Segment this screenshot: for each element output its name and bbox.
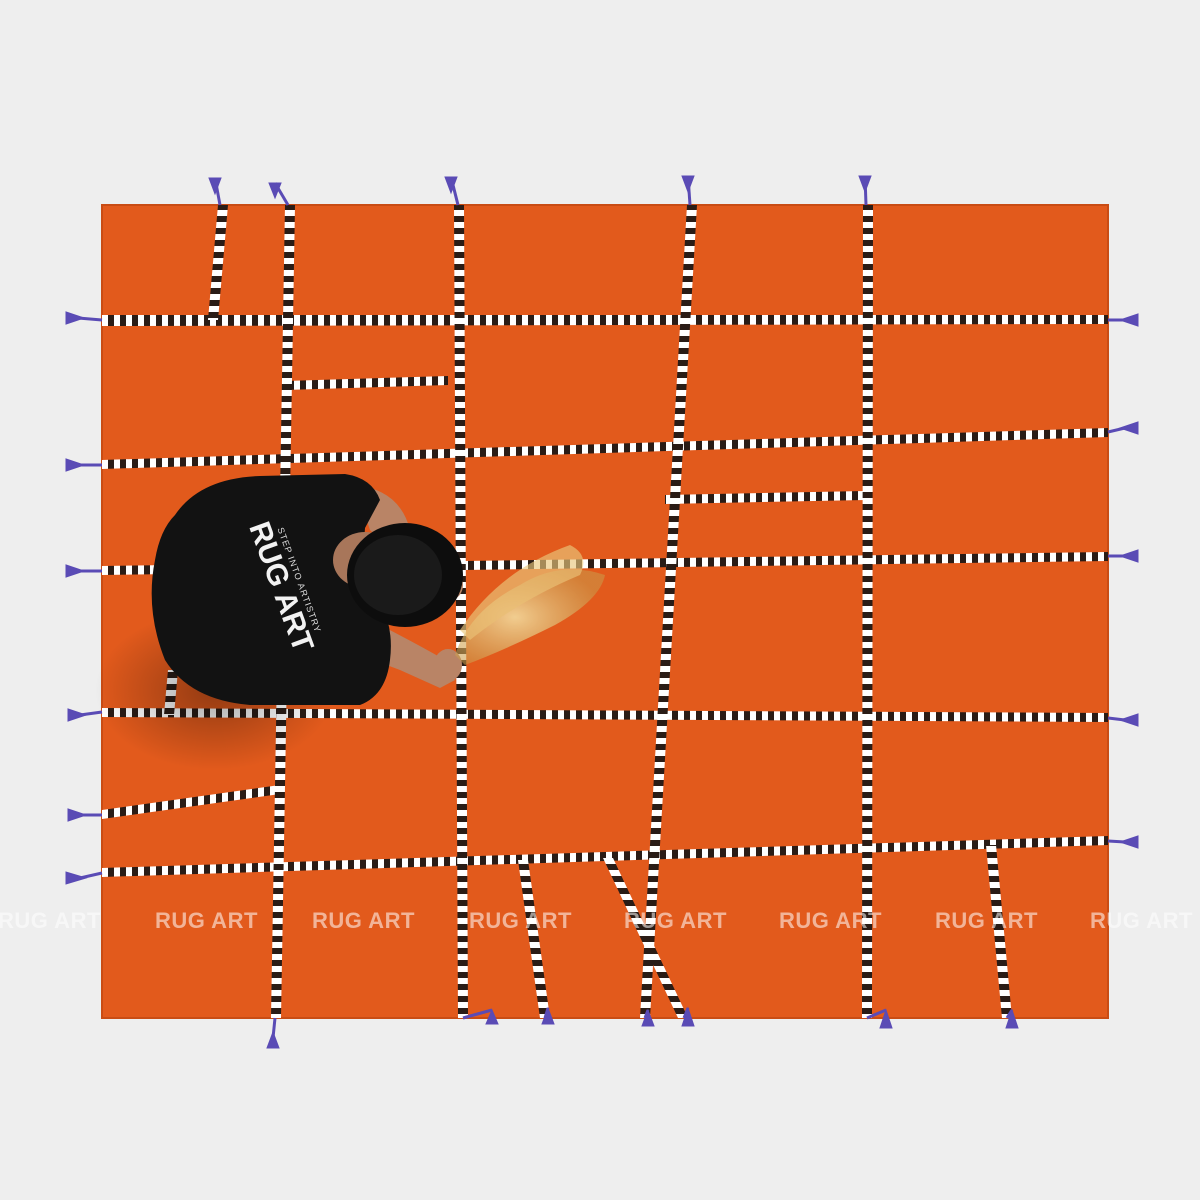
- watermark-text: RUG ART: [1090, 908, 1193, 933]
- watermark-text: RUG ART: [624, 908, 727, 933]
- tassel-bottom: [266, 1006, 1019, 1049]
- watermark-text: RUG ART: [155, 908, 258, 933]
- tassel-left: [65, 311, 103, 885]
- watermark-text: RUG ART: [0, 908, 101, 933]
- tassel-right: [1107, 313, 1139, 849]
- watermark-text: RUG ART: [469, 908, 572, 933]
- watermark-text: RUG ART: [312, 908, 415, 933]
- person: RUG ART STEP INTO ARTISTRY: [151, 474, 605, 705]
- tassel-top: [208, 175, 872, 206]
- black-tshirt: [151, 474, 391, 705]
- hand: [434, 649, 462, 681]
- broom: [455, 545, 605, 665]
- tassels: [65, 175, 1139, 1049]
- rug-vertical-lines: [164, 205, 1012, 1018]
- watermark-text: RUG ART: [779, 908, 882, 933]
- watermark-text: RUG ART: [935, 908, 1038, 933]
